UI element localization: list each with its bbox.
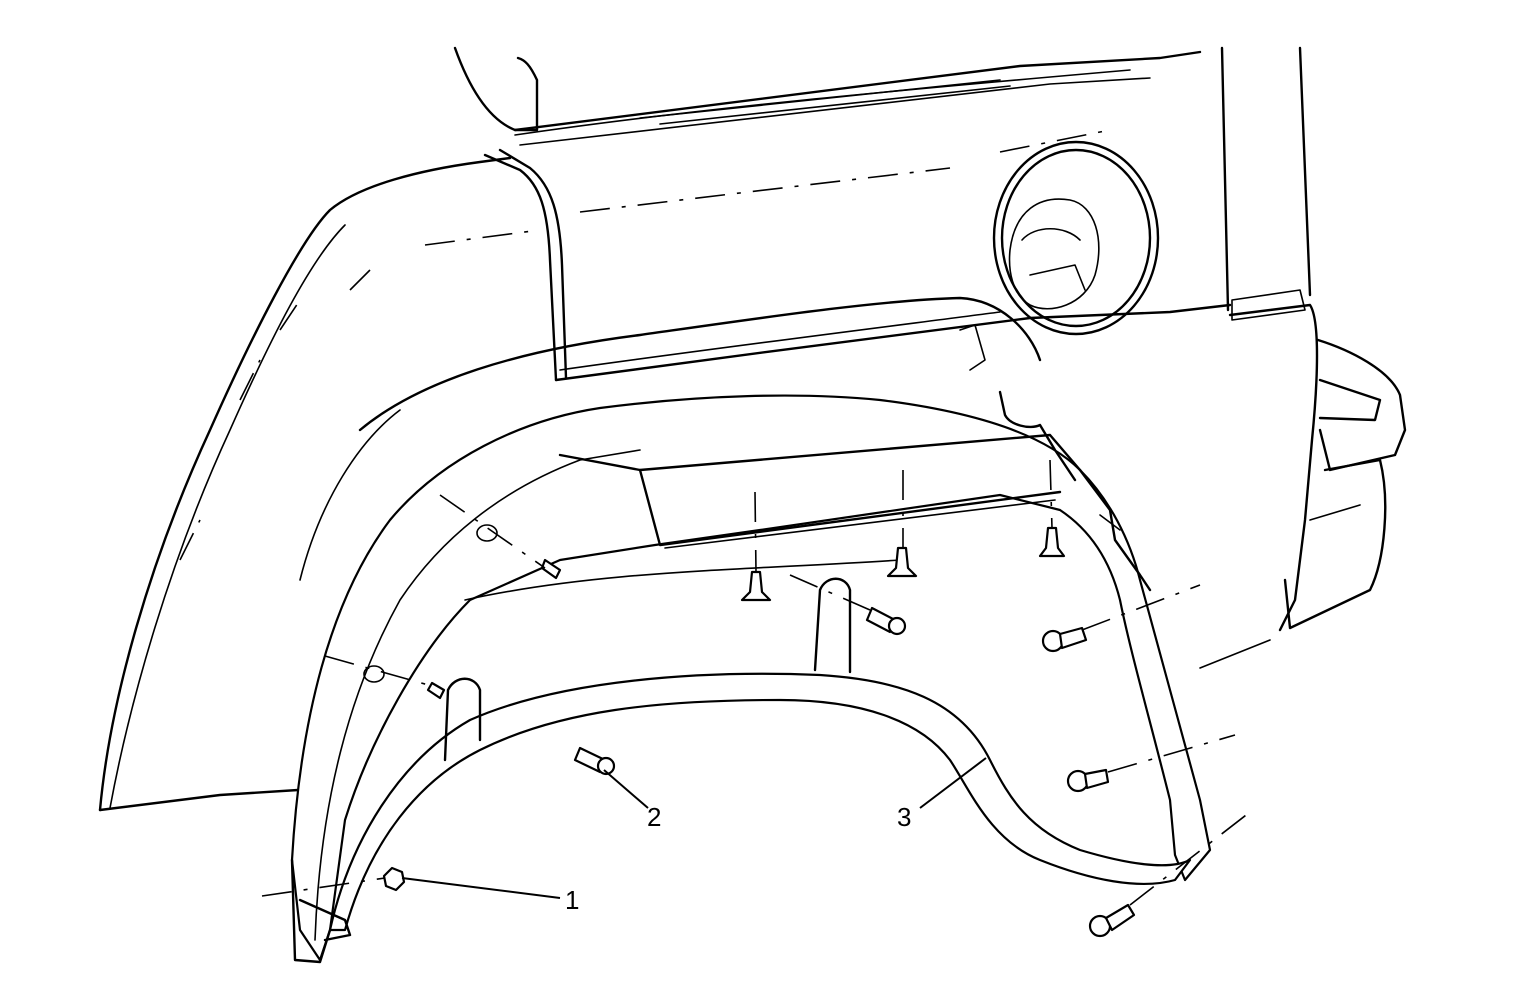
install-centerlines — [261, 459, 1251, 906]
fastener-icon — [573, 746, 616, 776]
fastener-icon — [1041, 626, 1088, 653]
wheelhouse-liner — [290, 324, 1212, 964]
fastener-icon — [865, 606, 907, 636]
fastener-icon — [1066, 768, 1110, 793]
push-pin-icon — [1038, 526, 1066, 558]
callout-1-label: 1 — [565, 885, 579, 915]
fastener-icon — [426, 681, 446, 700]
vehicle-body — [98, 46, 1407, 812]
callout-2-label: 2 — [647, 802, 661, 832]
callout-3-label: 3 — [897, 802, 911, 832]
callout-leaders — [401, 757, 987, 899]
nut-icon — [382, 866, 406, 892]
push-pin-icon — [740, 570, 772, 602]
fastener-icon — [540, 558, 562, 580]
fastener-icon — [1088, 903, 1136, 938]
fasteners — [382, 526, 1136, 938]
push-pin-icon — [886, 546, 918, 578]
